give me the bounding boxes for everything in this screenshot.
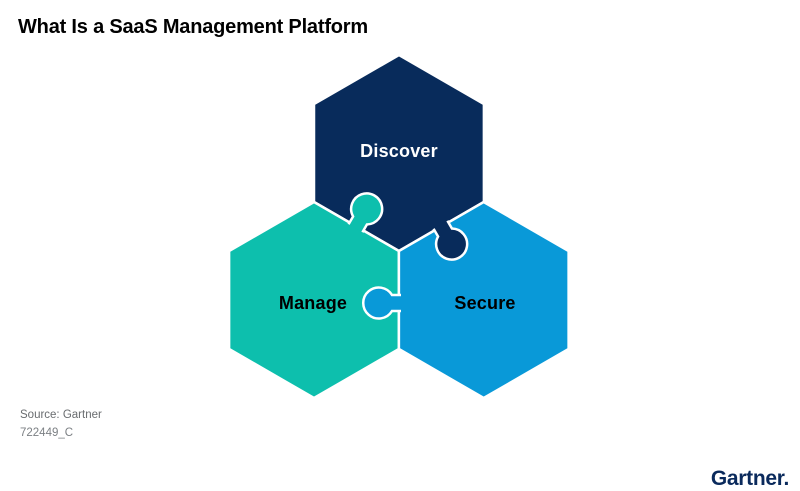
tab-secure-into-manage (362, 286, 401, 320)
source-note: Source: Gartner (20, 409, 102, 421)
label-secure: Secure (454, 293, 515, 313)
page-title: What Is a SaaS Management Platform (18, 16, 368, 38)
gartner-logo: Gartner. (710, 467, 789, 490)
tab-discover-into-secure (432, 220, 469, 261)
figure-code: 722449_C (20, 427, 74, 439)
label-manage: Manage (279, 293, 347, 313)
tab-manage-into-discover (347, 192, 384, 233)
label-discover: Discover (360, 141, 438, 161)
